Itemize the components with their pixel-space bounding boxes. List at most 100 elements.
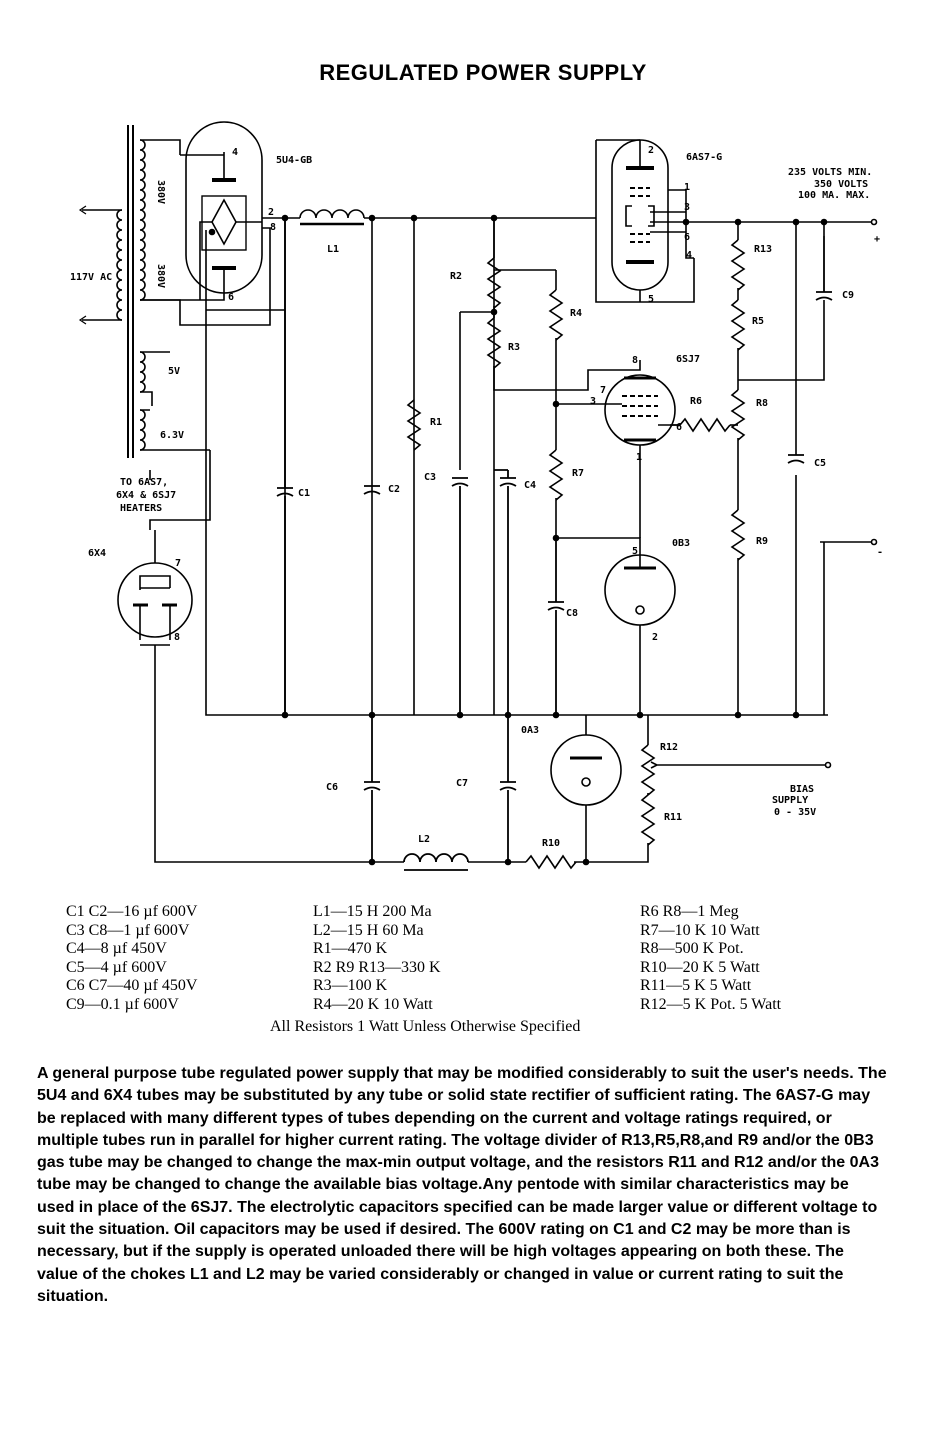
- pin-number: 5: [632, 546, 638, 557]
- capacitors: [276, 218, 833, 862]
- pin-number: 8: [632, 355, 638, 366]
- label-c2: C2: [388, 484, 400, 495]
- label-out-2: 350 VOLTS: [814, 179, 868, 190]
- resistor-r2: [486, 257, 502, 309]
- label-plus: +: [874, 234, 880, 245]
- parts-line: R4—20 K 10 Watt: [313, 995, 433, 1013]
- label-r2: R2: [450, 271, 462, 282]
- label-r9: R9: [756, 536, 768, 547]
- pin-number: 2: [648, 145, 654, 156]
- parts-line: R3—100 K: [313, 977, 388, 994]
- pin-number: 3: [684, 202, 690, 213]
- parts-line: L1—15 H 200 Ma: [313, 903, 432, 920]
- label-c3: C3: [424, 472, 436, 483]
- bias-rectifier-tube-6x4: [117, 530, 404, 863]
- label-bias-1: BIAS: [790, 784, 814, 795]
- parts-line: R6 R8—1 Meg: [640, 903, 739, 920]
- parts-line: C9—0.1 µf 600V: [66, 995, 179, 1013]
- label-hv1: 380V: [155, 180, 166, 204]
- 5v-winding: [139, 351, 146, 393]
- hv-winding: [139, 139, 146, 301]
- pin-number: 8: [270, 222, 276, 233]
- label-heaters-3: HEATERS: [120, 503, 162, 514]
- reference-tube-0b3: [604, 554, 676, 715]
- parts-line: R1—470 K: [313, 940, 388, 957]
- pin-number: 5: [648, 294, 654, 305]
- label-out-1: 235 VOLTS MIN.: [788, 167, 872, 178]
- label-minus: -: [877, 547, 883, 558]
- pin-number: 2: [652, 632, 658, 643]
- label-0b3: 0B3: [672, 538, 690, 549]
- label-r11: R11: [664, 812, 682, 823]
- label-r12: R12: [660, 742, 678, 753]
- pin-number: 7: [600, 385, 606, 396]
- parts-line: C1 C2—16 µf 600V: [66, 903, 198, 920]
- pin-number: 1: [684, 182, 690, 193]
- pin-number: 4: [232, 147, 238, 158]
- choke-l1: [299, 209, 365, 226]
- label-r1: R1: [430, 417, 442, 428]
- label-l2: L2: [418, 834, 430, 845]
- parts-line: C6 C7—40 µf 450V: [66, 977, 198, 994]
- resistor-r7: [548, 449, 564, 501]
- heater-lead: [149, 450, 211, 530]
- label-6v3: 6.3V: [160, 430, 184, 441]
- parts-list-capacitors: C1 C2—16 µf 600V C3 C8—1 µf 600V C4—8 µf…: [66, 903, 197, 1014]
- label-5u4: 5U4-GB: [276, 155, 312, 166]
- parts-line: R10—20 K 5 Watt: [640, 958, 760, 976]
- label-c5: C5: [814, 458, 826, 469]
- parts-line: L2—15 H 60 Ma: [313, 921, 424, 939]
- label-r8: R8: [756, 398, 768, 409]
- label-r10: R10: [542, 838, 560, 849]
- resistor-r1: [406, 399, 422, 451]
- label-5v: 5V: [168, 366, 180, 377]
- pin-number: 1: [636, 452, 642, 463]
- parts-line: C4—8 µf 450V: [66, 940, 167, 957]
- power-transformer: [78, 125, 271, 530]
- parts-line: R11—5 K 5 Watt: [640, 977, 752, 994]
- label-ac-in: 117V AC: [70, 272, 112, 283]
- pin-number: 6: [684, 232, 690, 243]
- pass-tube-6as7: [596, 139, 694, 291]
- label-6x4: 6X4: [88, 548, 106, 559]
- label-r3: R3: [508, 342, 520, 353]
- label-r4: R4: [570, 308, 582, 319]
- label-r7: R7: [572, 468, 584, 479]
- primary-winding: [116, 209, 123, 321]
- label-bias-2: SUPPLY: [772, 795, 808, 806]
- label-heaters-1: TO 6AS7,: [120, 477, 168, 488]
- parts-list-chokes-resistors: L1—15 H 200 Ma L2—15 H 60 Ma R1—470 K R2…: [313, 903, 441, 1014]
- resistor-r13: [730, 239, 746, 291]
- resistor-r5: [730, 299, 746, 351]
- label-c9: C9: [842, 290, 854, 301]
- resistor-r12: [640, 744, 656, 796]
- parts-line: C3 C8—1 µf 600V: [66, 921, 190, 939]
- label-c7: C7: [456, 778, 468, 789]
- rectifier-tube-5u4: [140, 121, 263, 301]
- parts-list-resistors: R6 R8—1 Meg R7—10 K 10 Watt R8—500 K Pot…: [640, 903, 781, 1014]
- parts-line: R2 R9 R13—330 K: [313, 958, 441, 976]
- resistor-r4: [548, 289, 564, 341]
- label-r13: R13: [754, 244, 772, 255]
- label-6sj7: 6SJ7: [676, 354, 700, 365]
- parts-line: R7—10 K 10 Watt: [640, 921, 760, 939]
- label-heaters-2: 6X4 & 6SJ7: [116, 490, 176, 501]
- resistor-r11: [640, 794, 656, 846]
- resistor-r8: [730, 389, 746, 441]
- pin-number: 2: [268, 207, 274, 218]
- resistor-r6: [679, 417, 731, 433]
- label-out-3: 100 MA. MAX.: [798, 190, 870, 201]
- bias-reference-tube-0a3: [550, 715, 622, 862]
- pin-number: 8: [174, 632, 180, 643]
- description-text: A general purpose tube regulated power s…: [37, 1065, 887, 1305]
- label-r5: R5: [752, 316, 764, 327]
- pin-number: 3: [590, 396, 596, 407]
- label-0a3: 0A3: [521, 725, 539, 736]
- label-c8: C8: [566, 608, 578, 619]
- resistor-r3: [486, 317, 502, 369]
- label-6as7: 6AS7-G: [686, 152, 722, 163]
- 6v3-winding: [139, 409, 146, 451]
- resistor-note: All Resistors 1 Watt Unless Otherwise Sp…: [270, 1018, 581, 1035]
- label-hv2: 380V: [155, 264, 166, 288]
- resistor-r10: [525, 854, 577, 870]
